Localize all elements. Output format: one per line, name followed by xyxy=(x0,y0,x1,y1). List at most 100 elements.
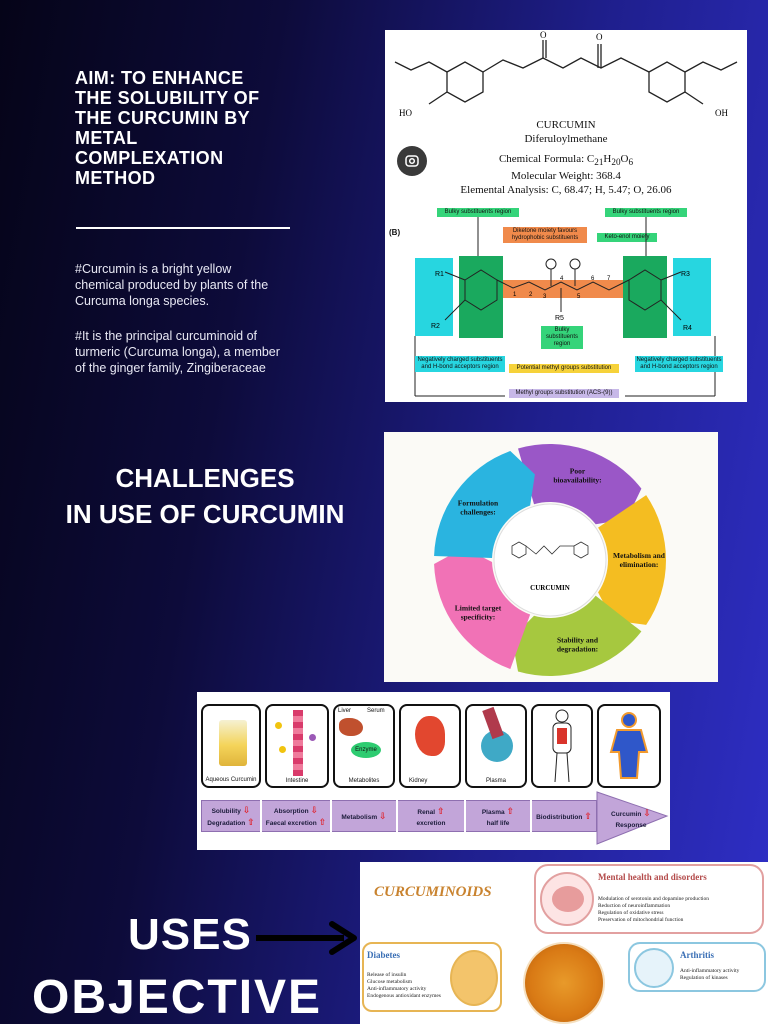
tile-body-response xyxy=(597,704,661,788)
enzyme-badge: Enzyme xyxy=(351,742,381,758)
curcumin-structure-panel: O O HO OH CURCUMIN Diferuloylmethane Che… xyxy=(385,30,747,200)
compound-name: CURCUMIN xyxy=(536,119,596,131)
cycle-segment xyxy=(434,450,535,558)
tile-aqueous: Aqueous Curcumin xyxy=(201,704,261,788)
chain-number-1: 1 xyxy=(513,292,517,298)
process-step: Biodistribution⇧ xyxy=(536,811,592,821)
pharmacokinetics-panel: Aqueous Curcumin Intestine Liver Serum E… xyxy=(197,692,670,850)
cycle-center xyxy=(493,503,607,617)
pancreas-icon xyxy=(450,950,498,1006)
arthritis-list: Anti-inflammatory activity Regulation of… xyxy=(680,968,740,981)
intro-paragraph-2: #It is the principal curcuminoid of turm… xyxy=(75,329,280,375)
cycle-segment-label: Formulation xyxy=(458,499,499,508)
uses-panel: CURCUMINOIDS Mental health and disorders… xyxy=(360,862,768,1024)
tile-body-organs xyxy=(531,704,593,788)
down-arrow-icon: ⇩ xyxy=(379,811,387,821)
keto-enol-box: Keto-enol moiety xyxy=(597,233,657,242)
r4-label: R4 xyxy=(683,325,692,332)
human-silhouette-icon xyxy=(609,712,649,779)
chain-number-7: 7 xyxy=(607,276,611,282)
liver-label: Liver xyxy=(338,708,352,714)
up-arrow-icon: ⇧ xyxy=(506,805,515,816)
cycle-segment-label: specificity: xyxy=(461,612,496,621)
mental-health-list: Modulation of serotonin and dopamine pro… xyxy=(598,896,710,923)
vial-icon xyxy=(219,720,247,766)
r2-label: R2 xyxy=(431,323,440,330)
diabetes-card: Diabetes Release of insulin Glucose meta… xyxy=(362,942,502,1012)
turmeric-powder-icon xyxy=(523,942,605,1024)
human-body-icon xyxy=(552,709,572,783)
panel-label: (B) xyxy=(389,228,401,237)
up-arrow-icon: ⇧ xyxy=(247,817,255,827)
diketone-box: Diketone moiety favours hydrophobic subs… xyxy=(503,227,587,243)
process-step: Renal⇧excretion xyxy=(416,805,446,827)
cycle-segment xyxy=(434,547,531,670)
process-step: Curcumin⇩Response xyxy=(611,807,651,829)
intro-paragraph-1: #Curcumin is a bright yellow chemical pr… xyxy=(75,262,269,308)
particle-icon xyxy=(309,734,316,741)
process-step: Plasma⇧half life xyxy=(481,805,515,827)
challenges-heading: CHALLENGES IN USE OF CURCUMIN xyxy=(65,463,345,529)
tile-plasma: Plasma xyxy=(465,704,527,788)
cycle-center-label: CURCUMIN xyxy=(530,584,570,592)
cycle-segment-label: Stability and xyxy=(557,636,599,645)
structure-caption: CURCUMIN Diferuloylmethane Chemical Form… xyxy=(385,118,747,197)
tile-label: Plasma xyxy=(485,778,506,784)
aim-heading: AIM: TO ENHANCE THE SOLUBILITY OF THE CU… xyxy=(75,68,260,188)
bulky-center-box: Bulky substituents region xyxy=(541,326,583,349)
negative-left-box: Negatively charged substituents and H-bo… xyxy=(415,356,505,372)
lens-search-icon[interactable] xyxy=(397,146,427,176)
r1-label: R1 xyxy=(435,271,444,278)
down-arrow-icon: ⇩ xyxy=(643,807,651,818)
mental-health-title: Mental health and disorders xyxy=(598,872,707,882)
center-molecule-icon xyxy=(511,541,589,559)
cycle-segment xyxy=(598,495,666,625)
curcuminoids-title: CURCUMINOIDS xyxy=(374,884,492,900)
cycle-segment-label: bioavailability: xyxy=(553,475,601,484)
molecular-weight: Molecular Weight: 368.4 xyxy=(511,170,621,183)
negative-right-box: Negatively charged substituents and H-bo… xyxy=(635,356,723,372)
oxygen-label-left: O xyxy=(540,30,547,40)
compound-alt-name: Diferuloylmethane xyxy=(524,133,608,145)
cycle-segment-label: Limited target xyxy=(455,603,502,612)
cycle-segment xyxy=(511,595,642,676)
cycle-segment-label: Metabolism and xyxy=(613,551,666,560)
chain-number-3: 3 xyxy=(543,294,547,300)
curcumin-structure-drawing: O O HO OH xyxy=(394,30,738,118)
uses-label: USES xyxy=(128,910,252,959)
process-step: Metabolism⇩ xyxy=(341,811,387,821)
bulky-right-box: Bulky substituents region xyxy=(605,208,687,217)
cycle-segment xyxy=(518,444,642,525)
up-arrow-icon: ⇧ xyxy=(318,817,327,827)
arthritis-title: Arthritis xyxy=(680,950,714,960)
tile-label: Aqueous Curcumin xyxy=(205,777,257,783)
process-bar-arrow xyxy=(596,791,669,845)
chain-number-5: 5 xyxy=(577,294,581,300)
chain-number-6: 6 xyxy=(591,276,595,282)
process-step: Solubility⇩Degradation⇧ xyxy=(207,805,255,827)
oxygen-label-right: O xyxy=(596,32,603,42)
tile-label: Metabolites xyxy=(348,778,380,784)
up-arrow-icon: ⇧ xyxy=(437,805,445,816)
cycle-segment-label: elimination: xyxy=(620,560,659,569)
particle-icon xyxy=(279,746,286,753)
particle-icon xyxy=(275,722,282,729)
objective-label: OBJECTIVE xyxy=(32,971,323,1024)
r3-label: R3 xyxy=(681,271,690,278)
chain-number-4: 4 xyxy=(560,276,564,282)
tile-label: Kidney xyxy=(409,778,428,784)
hydroxyl-label-right: OH xyxy=(715,108,728,118)
tile-kidney: Kidney xyxy=(399,704,461,788)
brain-icon xyxy=(540,872,594,926)
r5-label: R5 xyxy=(555,315,564,322)
serum-label: Serum xyxy=(367,708,385,714)
intestine-wall-icon xyxy=(293,710,303,776)
cycle-segment-label: degradation: xyxy=(557,645,598,654)
cycle-segment-label: Poor xyxy=(570,466,586,475)
process-step: Absorption⇩Faecal excretion⇧ xyxy=(265,805,327,827)
sar-diagram-panel: (B) Bulky substituents region Bulky subs… xyxy=(385,200,747,402)
chain-number-2: 2 xyxy=(529,292,533,298)
methyl-acs-box: Methyl groups substitution (ACS-(9)) xyxy=(509,389,619,398)
